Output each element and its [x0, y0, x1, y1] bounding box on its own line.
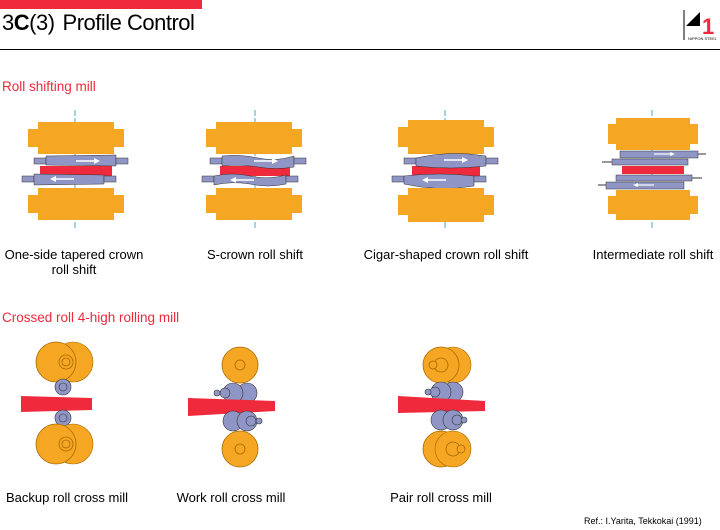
- caption-cigar-crown: Cigar-shaped crown roll shift: [363, 247, 529, 262]
- caption-pair-roll-cross: Pair roll cross mill: [390, 490, 492, 505]
- diagram-work-roll-cross: [188, 346, 275, 468]
- caption-one-side-tapered: One-side tapered crown roll shift: [4, 247, 144, 277]
- section-crossed-roll-title: Crossed roll 4-high rolling mill: [2, 310, 180, 325]
- reference-note: Ref.: I.Yarita, Tekkokai (1991): [584, 516, 702, 526]
- diagram-s-crown: [201, 110, 307, 230]
- diagram-intermediate-roll: [598, 110, 706, 230]
- header-divider: [0, 49, 720, 50]
- company-logo-icon: 1 NIPPON STEEL: [682, 8, 716, 42]
- diagram-pair-roll-cross: [398, 346, 485, 468]
- caption-s-crown: S-crown roll shift: [206, 247, 304, 262]
- diagram-backup-roll-cross: [21, 341, 94, 465]
- page-title: 3C(3)Profile Control: [2, 10, 195, 35]
- title-accent-bar: [0, 0, 202, 9]
- svg-text:NIPPON STEEL: NIPPON STEEL: [688, 36, 716, 41]
- section-roll-shifting-title: Roll shifting mill: [2, 79, 96, 94]
- caption-work-roll-cross: Work roll cross mill: [176, 490, 286, 505]
- diagram-cigar-crown: [391, 110, 499, 230]
- caption-backup-roll-cross: Backup roll cross mill: [5, 490, 129, 505]
- caption-intermediate-roll: Intermediate roll shift: [592, 247, 714, 262]
- svg-text:1: 1: [702, 14, 714, 39]
- diagram-one-side-tapered: [21, 110, 129, 230]
